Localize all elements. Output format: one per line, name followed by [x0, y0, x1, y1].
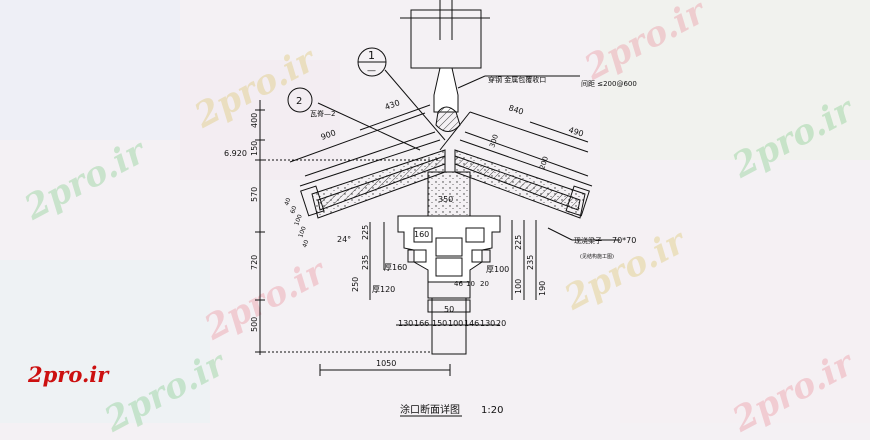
lower-column — [431, 297, 467, 355]
svg-text:100: 100 — [297, 225, 308, 238]
dim-225: 225 — [361, 225, 370, 240]
dim-1050: 1050 — [376, 359, 396, 368]
note-top-right: 间距 ≤200@600 — [581, 80, 637, 88]
column-base — [427, 299, 471, 313]
dim-350: 350 — [438, 195, 453, 204]
bracket-block — [435, 257, 463, 277]
bracket-block — [413, 227, 433, 243]
bracket-cluster — [397, 215, 501, 283]
svg-text:40: 40 — [301, 239, 310, 249]
section-drawing: 1 — 2 瓦脊—2 穿钢 金属包覆收口 间距 ≤200@600 现浇梁子 70… — [224, 0, 637, 417]
background-tile — [0, 0, 180, 140]
lower-column — [427, 281, 471, 299]
background-tile — [0, 260, 210, 423]
drawing-scale: 1:20 — [481, 405, 503, 416]
dim-900: 900 — [320, 128, 337, 142]
gutter-left — [300, 185, 325, 217]
svg-text:40: 40 — [283, 197, 292, 207]
eave-small-dims: 40 60 100 100 40 — [283, 197, 310, 249]
ridge-ref-number: 2 — [296, 96, 302, 107]
svg-text:146: 146 — [464, 319, 479, 328]
drawing-title: 涂口断面详图 — [400, 403, 460, 416]
leader-line — [384, 69, 446, 141]
dim-430: 430 — [384, 98, 401, 112]
background-tile — [620, 230, 870, 423]
dimension-line — [529, 121, 589, 143]
svg-text:130: 130 — [480, 319, 495, 328]
dim-10: 10 — [466, 280, 475, 288]
dim-300: 300 — [488, 133, 500, 148]
dim-200: 200 — [538, 155, 550, 170]
gutter-right — [565, 185, 590, 217]
dimension-line — [469, 111, 589, 153]
ridge-ref-bubble — [287, 87, 313, 113]
thickness-120: 厚120 — [372, 285, 395, 294]
svg-text:60: 60 — [289, 205, 298, 215]
svg-text:20: 20 — [496, 319, 506, 328]
note-right-size: 70*70 — [612, 236, 636, 245]
dim-235: 235 — [361, 255, 370, 270]
roof-insulation-right — [454, 155, 581, 211]
leader-line — [547, 227, 573, 241]
dim-250: 250 — [351, 277, 360, 292]
dim-225-right: 225 — [514, 235, 523, 250]
dim-46: 46 — [454, 280, 463, 288]
svg-text:130: 130 — [398, 319, 413, 328]
central-beam — [427, 171, 471, 217]
thickness-100: 厚100 — [486, 265, 509, 274]
bracket-block — [471, 249, 491, 263]
thickness-160: 厚160 — [384, 263, 407, 272]
dim-840: 840 — [507, 103, 524, 116]
svg-text:166: 166 — [414, 319, 429, 328]
dim-400: 400 — [250, 113, 259, 128]
roof-insulation-left — [317, 155, 446, 211]
roof-tile-left — [304, 131, 436, 177]
dim-190-right: 190 — [538, 281, 547, 296]
svg-text:100: 100 — [448, 319, 463, 328]
detail-ref-sub: — — [367, 66, 376, 76]
dimension-line — [289, 112, 426, 163]
bracket-block — [465, 227, 485, 243]
leader-line — [439, 111, 471, 151]
dim-150: 150 — [250, 141, 259, 156]
dim-50: 50 — [444, 305, 454, 314]
leader-line — [317, 102, 421, 151]
detail-ref-number: 1 — [368, 49, 375, 62]
note-top: 穿钢 金属包覆收口 — [488, 75, 546, 84]
svg-text:150: 150 — [432, 319, 447, 328]
dim-24deg: 24° — [337, 235, 351, 244]
dim-720: 720 — [250, 255, 259, 270]
ridge-ref-label: 瓦脊—2 — [310, 109, 335, 118]
elevation-label: 6.920 — [224, 149, 247, 158]
bottom-dimension-row: 130 166 150 100 146 130 20 — [398, 319, 506, 328]
dim-20: 20 — [480, 280, 489, 288]
dim-570: 570 — [250, 187, 259, 202]
background-tile — [600, 0, 870, 160]
dim-235-right: 235 — [526, 255, 535, 270]
ridge-post — [433, 67, 459, 113]
bracket-block — [407, 249, 427, 263]
roof-tile-left — [299, 139, 441, 187]
dim-160: 160 — [414, 230, 429, 239]
note-right: 现浇梁子 — [574, 236, 602, 245]
roof-tile-right — [459, 139, 593, 187]
roof-tile-right — [464, 131, 589, 177]
bracket-block — [435, 237, 463, 257]
note-right-sub: (见结构施工图) — [580, 253, 614, 260]
svg-text:100: 100 — [293, 213, 304, 226]
dim-490: 490 — [567, 125, 584, 138]
leader-line — [457, 75, 486, 89]
dim-500: 500 — [250, 317, 259, 332]
dim-100-right: 100 — [514, 279, 523, 294]
site-logo: 2pro.ir — [28, 362, 109, 387]
upper-column — [410, 9, 482, 69]
dimension-ticks — [255, 109, 265, 353]
